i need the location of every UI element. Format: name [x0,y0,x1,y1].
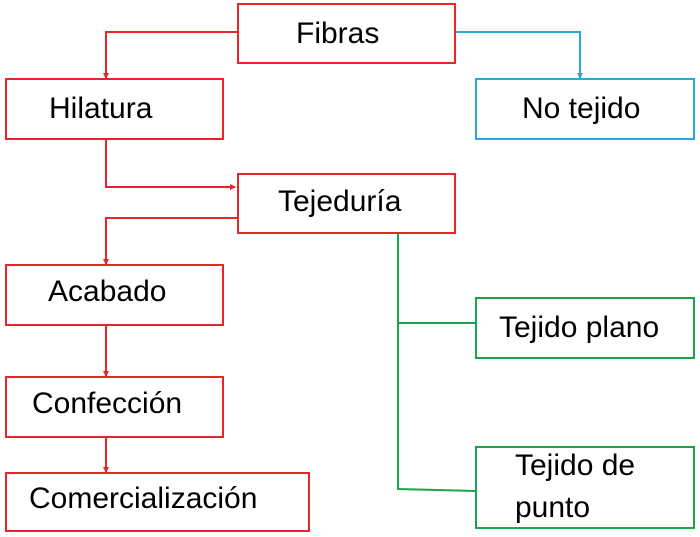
node-tejido-plano: Tejido plano [475,297,695,359]
node-no-tejido: No tejido [475,78,695,140]
node-tejeduria: Tejeduría [237,173,456,234]
connector-tejeduria-tejido-plano [397,234,476,324]
connector-hilatura-tejeduria [105,140,236,190]
connector-fibras-hilatura [103,31,237,79]
connector-fibras-no-tejido [456,31,583,79]
connector-tejeduria-tejido-punto [397,323,477,492]
node-fibras: Fibras [237,3,456,64]
node-comercializacion: Comercialización [5,472,310,532]
node-tejido-punto-label-line1: Tejido de [515,449,636,482]
node-tejeduria-label: Tejeduría [278,185,402,218]
node-tejido-plano-label: Tejido plano [499,311,660,344]
node-hilatura: Hilatura [5,78,224,140]
node-confeccion-label: Confección [32,387,183,420]
node-no-tejido-label: No tejido [522,92,641,125]
node-confeccion: Confección [5,376,224,438]
connector-tejeduria-acabado [103,217,237,265]
node-acabado-label: Acabado [48,275,167,308]
node-acabado: Acabado [5,264,224,326]
node-hilatura-label: Hilatura [49,92,153,125]
node-fibras-label: Fibras [296,17,380,50]
node-tejido-punto: Tejido de punto [475,446,695,529]
node-comercializacion-label: Comercialización [29,482,258,515]
node-tejido-punto-label-line2: punto [515,491,591,524]
